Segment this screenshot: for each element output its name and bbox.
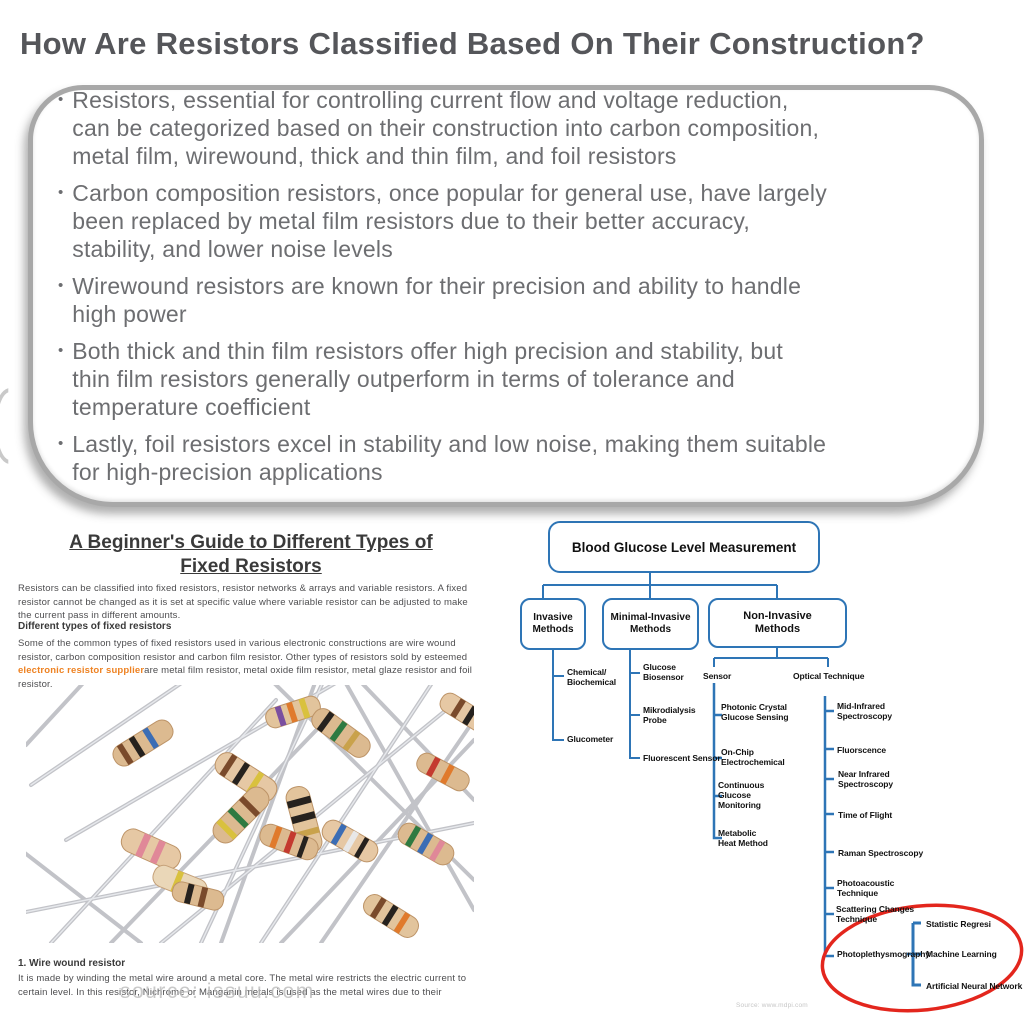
doc-subheading: Different types of fixed resistors xyxy=(18,621,172,632)
bullet-dot-icon: • xyxy=(58,91,64,108)
bullet-text: Carbon composition resistors, once popul… xyxy=(72,180,827,262)
doc-title-line2: Fixed Resistors xyxy=(180,556,322,577)
doc-link-resistor-supplier[interactable]: electronic resistor supplier xyxy=(18,665,145,676)
bullet-item: • Both thick and thin film resistors offe… xyxy=(58,337,988,421)
resistors-photo xyxy=(26,685,474,943)
flowchart-root-box: Blood Glucose Level Measurement xyxy=(548,521,820,573)
bullet-text: Lastly, foil resistors excel in stabilit… xyxy=(72,431,827,485)
flowchart-label-chemical-biochemical: Chemical/ Biochemical xyxy=(567,667,616,687)
flowchart-label-on-chip-electrochemical: On-Chip Electrochemical xyxy=(721,747,785,767)
doc-section-heading: 1. Wire wound resistor xyxy=(18,958,126,969)
flowchart-label-continuous-glucose-monitoring: Continuous Glucose Monitoring xyxy=(718,780,765,810)
bullet-list: • Resistors, essential for controlling cu… xyxy=(58,86,988,495)
bullet-item: • Lastly, foil resistors excel in stabili… xyxy=(58,430,988,486)
flowchart-label-fluorscence: Fluorscence xyxy=(837,745,886,755)
highlight-ellipse xyxy=(820,903,1024,1013)
flowchart-label-mikrodialysis-probe: Mikrodialysis Probe xyxy=(643,705,696,725)
bullet-dot-icon: • xyxy=(58,342,64,359)
bullet-dot-icon: • xyxy=(58,184,64,201)
page-title: How Are Resistors Classified Based On Th… xyxy=(20,26,925,61)
bullet-item: • Carbon composition resistors, once popu… xyxy=(58,179,988,263)
flowchart-label-machine-learning: Machine Learning xyxy=(926,949,997,959)
flowchart-label-fluorescent-sensor: Fluorescent Sensor xyxy=(643,753,721,763)
watermark: source: issuu.com xyxy=(120,980,315,1003)
bullet-dot-icon: • xyxy=(58,277,64,294)
flowchart-box-minimal-invasive: Minimal-Invasive Methods xyxy=(602,598,699,650)
flowchart-box-non-invasive: Non-Invasive Methods xyxy=(708,598,847,648)
doc-paragraph-2: Some of the common types of fixed resist… xyxy=(18,637,482,691)
bullet-text: Both thick and thin film resistors offer… xyxy=(72,338,783,420)
bullet-text: Wirewound resistors are known for their … xyxy=(72,273,802,327)
flowchart-label-artificial-neural-network: Artificial Neural Network xyxy=(926,981,1023,991)
doc-title-line1: A Beginner's Guide to Different Types of xyxy=(69,532,433,553)
doc-paragraph-2-before: Some of the common types of fixed resist… xyxy=(18,638,468,663)
bullet-text: Resistors, essential for controlling cur… xyxy=(72,87,820,169)
flowchart-label-raman-spectroscopy: Raman Spectroscopy xyxy=(838,848,924,858)
flowchart-connectors xyxy=(542,569,1024,1013)
bullet-dot-icon: • xyxy=(58,435,64,452)
bullet-item: • Resistors, essential for controlling cu… xyxy=(58,86,988,170)
flowchart-label-statistic-regresi: Statistic Regresi xyxy=(926,919,991,929)
flowchart-label-photoplethysmography: Photoplethysmography xyxy=(837,949,930,959)
answer-card xyxy=(28,85,984,507)
flowchart-label-scattering-changes: Scattering Changes Technique xyxy=(836,904,915,924)
flowchart-label-optical-technique: Optical Technique xyxy=(793,671,865,681)
doc-section-body: It is made by winding the metal wire aro… xyxy=(18,973,467,998)
flowchart-box-invasive: Invasive Methods xyxy=(520,598,586,650)
flowchart-label-near-infrared: Near Infrared Spectroscopy xyxy=(838,769,894,789)
doc-paragraph-1: Resistors can be classified into fixed r… xyxy=(18,583,468,621)
doc-page: A Beginner's Guide to Different Types of… xyxy=(12,520,490,1024)
flowchart: Blood Glucose Level Measurement Invasive… xyxy=(490,515,1024,1024)
doc-paragraph-2-after: are metal film resistor, metal oxide fil… xyxy=(18,665,473,690)
flowchart-label-photonic-crystal: Photonic Crystal Glucose Sensing xyxy=(721,702,789,722)
flowchart-label-mid-infrared: Mid-Infrared Spectroscopy xyxy=(837,701,893,721)
flowchart-label-metabolic-heat-method: Metabolic Heat Method xyxy=(718,828,768,848)
flowchart-label-photoacoustic-technique: Photoacoustic Technique xyxy=(837,878,895,898)
flowchart-source: Source: www.mdpi.com xyxy=(736,1002,808,1009)
flowchart-label-time-of-flight: Time of Flight xyxy=(838,810,893,820)
flowchart-label-glucometer: Glucometer xyxy=(567,734,614,744)
bullet-item: • Wirewound resistors are known for their… xyxy=(58,272,988,328)
flowchart-label-sensor: Sensor xyxy=(703,671,732,681)
flowchart-label-glucose-biosensor: Glucose Biosensor xyxy=(643,662,684,682)
doc-title: A Beginner's Guide to Different Types of… xyxy=(12,531,490,579)
bubble-shadow-arc xyxy=(0,388,9,464)
